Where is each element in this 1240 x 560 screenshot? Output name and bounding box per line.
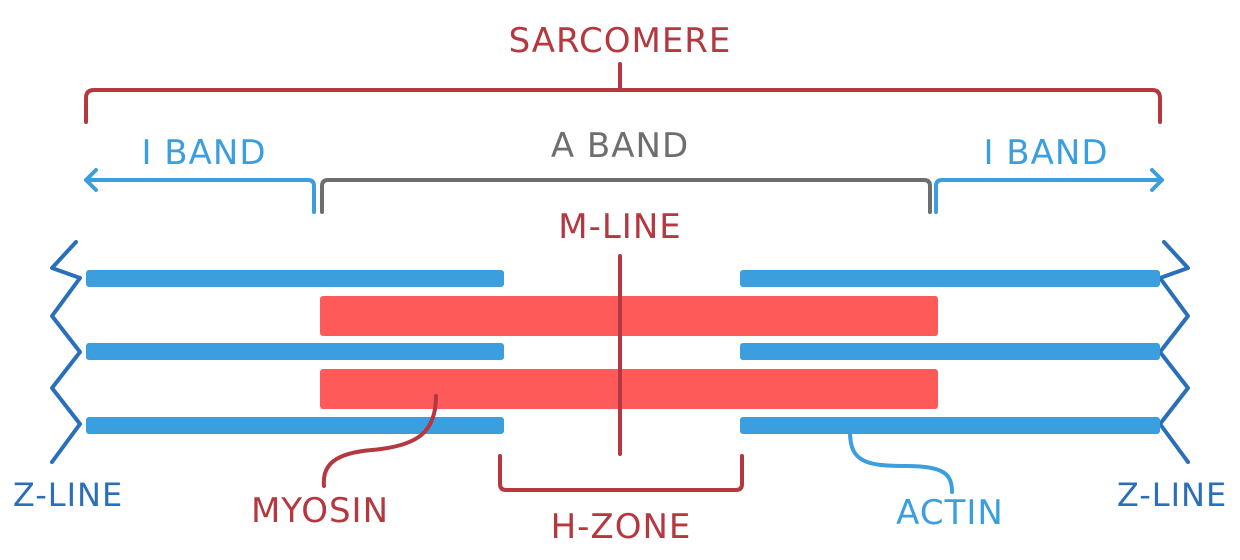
myosin-label: MYOSIN bbox=[251, 491, 389, 531]
actin-label: ACTIN bbox=[896, 493, 1004, 533]
sarcomere-bracket bbox=[84, 62, 1162, 124]
myosin-filament-lower bbox=[320, 369, 938, 409]
i-band-left-arrow bbox=[84, 168, 316, 214]
actin-filament-middle-right bbox=[740, 343, 1160, 360]
i-band-right-arrow bbox=[934, 168, 1164, 214]
actin-leader-line bbox=[848, 430, 954, 494]
z-line-left-label: Z-LINE bbox=[13, 476, 123, 514]
actin-filaments bbox=[86, 270, 1160, 434]
myosin-filament-upper bbox=[320, 296, 938, 336]
i-band-right-label: I BAND bbox=[983, 133, 1108, 173]
actin-filament-top-left bbox=[86, 270, 504, 287]
actin-filament-bottom-left bbox=[86, 417, 504, 434]
actin-filament-top-right bbox=[740, 270, 1160, 287]
z-line-right-label: Z-LINE bbox=[1117, 476, 1227, 514]
myosin-leader-line bbox=[321, 394, 438, 488]
i-band-left-label: I BAND bbox=[141, 133, 266, 173]
actin-filament-middle-left bbox=[86, 343, 504, 360]
h-zone-label: H-ZONE bbox=[551, 507, 692, 547]
actin-filament-bottom-right bbox=[740, 417, 1160, 434]
myosin-filaments bbox=[320, 296, 938, 409]
sarcomere-label: SARCOMERE bbox=[509, 21, 732, 61]
m-line-label: M-LINE bbox=[558, 207, 682, 247]
z-line-left bbox=[50, 240, 82, 464]
a-band-label: A BAND bbox=[551, 126, 689, 166]
a-band-bracket bbox=[320, 178, 932, 214]
z-line-right bbox=[1158, 240, 1190, 464]
h-zone-bracket bbox=[498, 454, 744, 492]
